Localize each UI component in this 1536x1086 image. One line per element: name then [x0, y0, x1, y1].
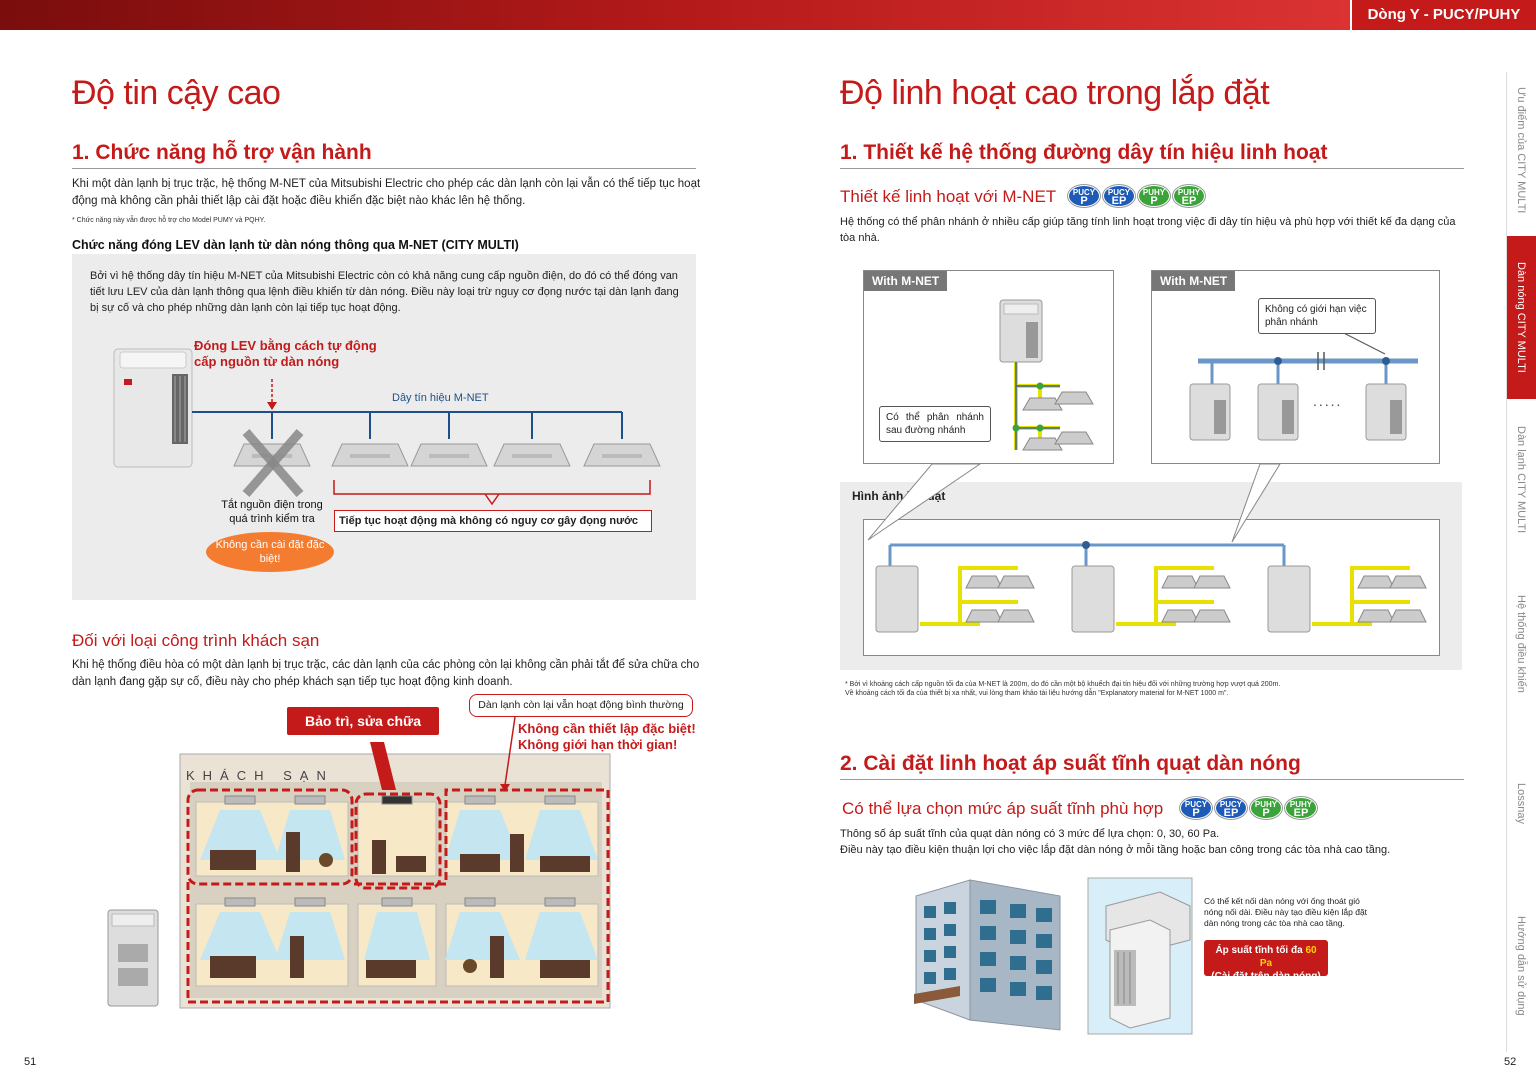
lev-subheading: Chức năng đóng LEV dàn lạnh từ dàn nóng … [72, 238, 519, 252]
sidebar-tab-lossnay[interactable]: Lossnay [1515, 783, 1527, 824]
power-off-label: Tắt nguồn điện trong quá trình kiểm tra [221, 499, 323, 525]
static-pressure-body-2: Điều này tạo điều kiện thuận lợi cho việ… [840, 844, 1391, 856]
no-branch-limit-callout: Không có giới hạn việc phân nhánh [1258, 298, 1376, 334]
panel-2-title: With M-NET [1152, 271, 1236, 291]
mnet-wire-label: Dây tín hiệu M-NET [392, 392, 489, 404]
sidebar-divider [1506, 72, 1507, 1052]
building-diagram [914, 877, 1193, 1035]
sidebar-tab-indoor-units[interactable]: Dàn lạnh CITY MULTI [1515, 426, 1527, 534]
continue-operation-label: Tiếp tục hoạt động mà không có nguy cơ g… [334, 510, 652, 532]
page-number-left: 51 [24, 1056, 37, 1068]
header-bar [0, 0, 1536, 30]
mnet-footnote: * Bởi vì khoảng cách cấp nguồn tối đa củ… [845, 681, 1281, 697]
divider [840, 168, 1464, 169]
right-page-title: Độ linh hoạt cao trong lắp đặt [840, 74, 1270, 112]
lev-box-text: Bởi vì hệ thống dây tín hiệu M-NET của M… [90, 270, 679, 314]
hotel-diagram [107, 716, 611, 1009]
divider [840, 779, 1464, 780]
no-time-limit-label: Không giới hạn thời gian! [518, 737, 678, 752]
max-static-pressure-badge: Áp suất tĩnh tối đa 60 Pa (Cài đặt trên … [1204, 940, 1328, 982]
more-units-dots: ..... [1313, 393, 1343, 409]
repair-label: Bảo trì, sửa chữa [287, 707, 439, 735]
hotel-heading: Đối với loại công trình khách sạn [72, 631, 320, 650]
pressure-value: 60 Pa [1259, 945, 1317, 969]
branch-after-branch-callout: Có thể phân nhánh sau đường nhánh [879, 406, 991, 442]
no-setup-label: Không cần thiết lập đặc biệt! [518, 721, 696, 736]
left-section1-body: Khi một dàn lạnh bị trục trặc, hệ thống … [72, 178, 701, 207]
panel-1-title: With M-NET [864, 271, 948, 291]
sidebar-tab-control-systems[interactable]: Hệ thống điều khiển [1515, 594, 1527, 693]
left-section1-heading: 1. Chức năng hỗ trợ vận hành [72, 141, 372, 164]
duct-note: Có thể kết nối dàn nóng với ống thoát gi… [1204, 896, 1368, 928]
divider [72, 168, 696, 169]
hotel-body: Khi hệ thống điều hòa có một dàn lạnh bị… [72, 659, 700, 688]
page-number-right: 52 [1504, 1056, 1517, 1068]
sidebar-tab-user-guide[interactable]: Hướng dẫn sử dụng [1515, 916, 1527, 1016]
outdoor-unit-icon [113, 348, 193, 468]
static-pressure-subheading: Có thể lựa chọn mức áp suất tĩnh phù hợp [842, 799, 1164, 818]
mnet-diagram [867, 299, 1427, 633]
sidebar-tab-advantages[interactable]: Ưu điểm của CITY MULTI [1515, 86, 1527, 214]
hotel-sign: KHÁCH SẠN [186, 768, 334, 783]
mnet-flex-body: Hệ thống có thể phân nhánh ở nhiều cấp g… [840, 216, 1456, 244]
lev-diagram-box: Bởi vì hệ thống dây tín hiệu M-NET của M… [72, 254, 696, 600]
right-section1-heading: 1. Thiết kế hệ thống đường dây tín hiệu … [840, 141, 1328, 164]
normal-operation-callout: Dàn lạnh còn lại vẫn hoạt động bình thườ… [469, 694, 693, 717]
right-section2-heading: 2. Cài đặt linh hoạt áp suất tĩnh quạt d… [840, 752, 1301, 775]
pressure-label: Áp suất tĩnh tối đa [1215, 945, 1306, 956]
no-setting-label: Không cần cài đặt đặc biệt! [215, 539, 325, 565]
series-tag: Dòng Y - PUCY/PUHY [1350, 0, 1536, 30]
lev-close-label: Đóng LEV bằng cách tự động cấp nguồn từ … [194, 338, 377, 369]
mnet-flex-subheading: Thiết kế linh hoạt với M-NET [840, 187, 1057, 206]
left-section1-note: * Chức năng này vẫn được hỗ trợ cho Mode… [72, 217, 266, 224]
pressure-setting-note: (Cài đặt trên dàn nóng) [1211, 971, 1321, 982]
left-page-title: Độ tin cậy cao [72, 74, 281, 112]
sidebar-tab-outdoor-units[interactable]: Dàn nóng CITY MULTI [1506, 236, 1536, 399]
static-pressure-body-1: Thông số áp suất tĩnh của quạt dàn nóng … [840, 828, 1220, 840]
lev-diagram [113, 348, 661, 572]
